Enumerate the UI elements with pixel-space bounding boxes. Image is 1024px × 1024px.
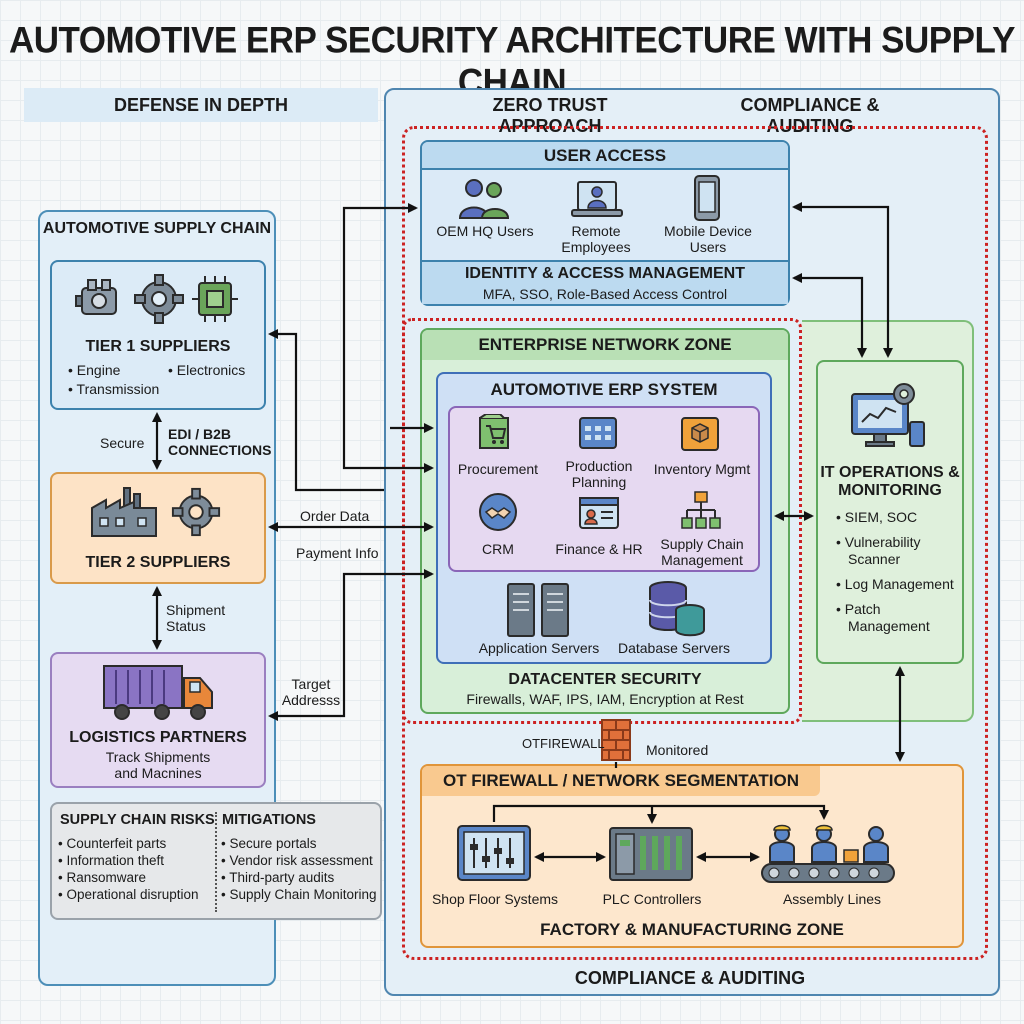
user-oem-hq: OEM HQ Users <box>436 223 534 239</box>
database-servers-label: Database Servers <box>617 640 731 656</box>
mitigations-title: MITIGATIONS <box>222 812 316 828</box>
chip-icon <box>190 274 240 329</box>
arrow-useraccess-itops-2 <box>792 273 867 358</box>
tier1-title: TIER 1 SUPPLIERS <box>85 338 231 355</box>
risks-divider <box>215 812 217 912</box>
datacenter-title: DATACENTER SECURITY <box>508 671 702 688</box>
module-inventory-mgmt[interactable]: Inventory Mgmt <box>653 461 751 477</box>
mitigations-list: • Secure portals • Vendor risk assessmen… <box>221 835 377 903</box>
itops-item: • Log Management <box>836 576 954 592</box>
tier1-item-engine: • Engine <box>68 362 121 378</box>
defense-header-band <box>24 88 378 122</box>
supply-chain-title: AUTOMOTIVE SUPPLY CHAIN <box>42 220 272 237</box>
risk-item: • Operational disruption <box>58 887 199 902</box>
truck-icon <box>100 662 218 729</box>
datacenter-subtitle: Firewalls, WAF, IPS, IAM, Encryption at … <box>466 691 744 707</box>
factory-zone-title: FACTORY & MANUFACTURING ZONE <box>540 920 844 939</box>
arrow-useraccess-itops-1 <box>792 202 893 358</box>
crm-handshake-icon <box>478 492 518 537</box>
arrow-useraccess-erp <box>342 203 434 473</box>
edi-b2b-label: EDI / B2B CONNECTIONS <box>168 426 272 459</box>
module-procurement[interactable]: Procurement <box>457 461 539 477</box>
itops-item: • Vulnerability Scanner <box>836 534 921 567</box>
database-servers-icon <box>646 580 708 643</box>
logistics-title: LOGISTICS PARTNERS <box>69 729 247 746</box>
iam-title: IDENTITY & ACCESS MANAGEMENT <box>464 265 745 282</box>
logistics-subtitle: Track Shipments and Macnines <box>105 749 211 782</box>
tier1-item-electronics: • Electronics <box>168 362 246 378</box>
defense-in-depth-label: DEFENSE IN DEPTH <box>113 95 289 115</box>
production-calendar-icon <box>578 414 618 455</box>
ot-firewall-title: OT FIREWALL / NETWORK SEGMENTATION <box>442 771 800 790</box>
itops-list: • SIEM, SOC • Vulnerability Scanner • Lo… <box>836 509 954 635</box>
erp-title: AUTOMOTIVE ERP SYSTEM <box>490 380 718 399</box>
application-servers-label: Application Servers <box>478 640 600 656</box>
secure-label: Secure <box>100 435 145 451</box>
plc-controller-icon <box>608 826 694 887</box>
itops-title: IT OPERATIONS & MONITORING <box>820 464 960 499</box>
tier2-suppliers-box[interactable] <box>50 472 266 584</box>
compliance-bottom-label: COMPLIANCE & AUDITING <box>574 968 806 988</box>
mitigation-item: • Supply Chain Monitoring <box>221 887 377 902</box>
iam-band <box>422 260 788 304</box>
diagram-title: AUTOMOTIVE ERP SECURITY ARCHITECTURE WIT… <box>8 20 1016 103</box>
plc-controllers-label: PLC Controllers <box>602 891 702 907</box>
gear-icon <box>132 272 186 331</box>
risk-item: • Counterfeit parts <box>58 836 167 851</box>
arrow-target-address <box>268 569 434 721</box>
order-data-label: Order Data <box>300 508 370 524</box>
shop-floor-control-panel-icon <box>456 824 532 887</box>
application-servers-icon <box>504 582 572 643</box>
module-supply-chain-mgmt[interactable]: Supply Chain Management <box>660 536 744 569</box>
factory-icon <box>88 484 160 545</box>
shipment-status-label: Shipment Status <box>166 602 226 635</box>
mitigation-item: • Secure portals <box>221 836 317 851</box>
engine-icon <box>74 274 124 329</box>
mitigation-item: • Third-party audits <box>221 870 335 885</box>
user-access-header <box>422 142 788 170</box>
risk-item: • Information theft <box>58 853 165 868</box>
module-crm[interactable]: CRM <box>482 541 514 557</box>
arrow-tier1-erp <box>268 329 384 492</box>
finance-id-card-icon <box>578 496 620 535</box>
user-mobile-device: Mobile Device Users <box>664 223 752 256</box>
module-production-planning[interactable]: Production Planning <box>565 458 633 491</box>
user-remote-employees: Remote Employees <box>561 223 631 256</box>
procurement-cart-icon <box>478 413 518 455</box>
risks-list: • Counterfeit parts • Information theft … <box>58 835 199 903</box>
risk-item: • Ransomware <box>58 870 147 885</box>
tier2-title: TIER 2 SUPPLIERS <box>85 554 231 571</box>
monitor-dashboard-icon <box>850 378 930 459</box>
assembly-lines-label: Assembly Lines <box>782 891 882 907</box>
monitored-label: Monitored <box>646 742 709 758</box>
users-group-icon <box>456 176 512 225</box>
otfirewall-label: OTFIREWALL <box>522 736 605 751</box>
risks-title: SUPPLY CHAIN RISKS <box>60 812 215 828</box>
mitigation-item: • Vendor risk assessment <box>221 853 373 868</box>
ot-firewall-header <box>422 766 820 796</box>
tier1-item-transmission: • Transmission <box>68 381 160 397</box>
gear-icon <box>170 486 222 543</box>
iam-subtitle: MFA, SSO, Role-Based Access Control <box>482 286 728 302</box>
assembly-line-icon <box>760 822 896 891</box>
user-access-title: USER ACCESS <box>543 146 667 165</box>
supply-chain-hierarchy-icon <box>680 490 722 537</box>
firewall-brick-icon <box>600 718 632 767</box>
itops-item: • SIEM, SOC <box>836 509 918 525</box>
enterprise-title: ENTERPRISE NETWORK ZONE <box>478 335 732 354</box>
arrow-factory-top <box>492 804 829 822</box>
itops-item: • Patch Management <box>836 601 930 634</box>
remote-laptop-icon <box>570 176 624 227</box>
payment-info-label: Payment Info <box>296 545 379 561</box>
mobile-device-icon <box>692 174 722 227</box>
shop-floor-label: Shop Floor Systems <box>431 891 559 907</box>
module-finance-hr[interactable]: Finance & HR <box>555 541 643 557</box>
enterprise-header <box>422 330 788 360</box>
inventory-box-icon <box>680 414 720 457</box>
